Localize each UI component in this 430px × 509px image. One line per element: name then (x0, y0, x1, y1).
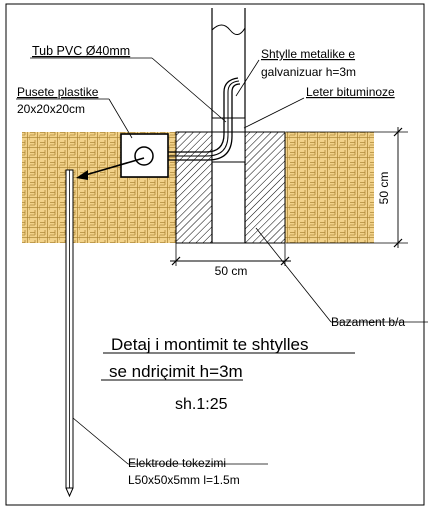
pole-leader (235, 59, 260, 97)
pusete-label-line1: Pusete plastike (17, 85, 99, 99)
title-line2: se ndriçimit h=3m (109, 362, 243, 381)
scale-label: sh.1:25 (175, 396, 228, 413)
electrode-leader (72, 417, 129, 465)
pvc-pipe-inner (142, 77, 239, 153)
dim-width-tick-right (280, 256, 290, 266)
dim-height-tick-top (393, 127, 403, 137)
ground-wire-arrowhead (76, 170, 88, 180)
pvc-pipe-outer (142, 83, 241, 161)
pvc-pipe-label: Tub PVC Ø40mm (32, 44, 130, 58)
pvc-pipe-leader (151, 57, 227, 123)
bitumen-leader (243, 97, 305, 129)
drawing-frame (5, 3, 425, 506)
pole-label-line2: galvanizuar h=3m (261, 65, 356, 79)
foundation-right-wall (244, 131, 286, 244)
height-dimension-label: 50 cm (377, 172, 391, 205)
pole-break (211, 24, 246, 35)
pvc-pipe-mid (142, 80, 240, 157)
foundation-leader (255, 227, 332, 323)
soil-right (284, 132, 374, 243)
dim-height-tick-bottom (393, 238, 403, 248)
dim-width-tick-left (171, 256, 181, 266)
electrode-label-line1: Elektrode tokezimi (128, 456, 226, 470)
pusete-label-line2: 20x20x20cm (17, 102, 85, 116)
pusete-leader (108, 98, 133, 139)
electrode-label-line2: L50x50x5mm l=1.5m (128, 473, 240, 487)
foundation-left-wall (175, 131, 213, 244)
bitumen-label: Leter bituminoze (306, 85, 395, 99)
pole-label-line1: Shtylle metalike e (261, 47, 355, 61)
electrode-tip (65, 487, 74, 498)
title-line1: Detaj i montimit te shtylles (111, 335, 308, 354)
width-dimension-label: 50 cm (215, 264, 248, 278)
ground-wire (81, 157, 145, 177)
pusete-pipe-circle (134, 146, 154, 166)
foundation-label: Bazament b/a (331, 315, 405, 329)
